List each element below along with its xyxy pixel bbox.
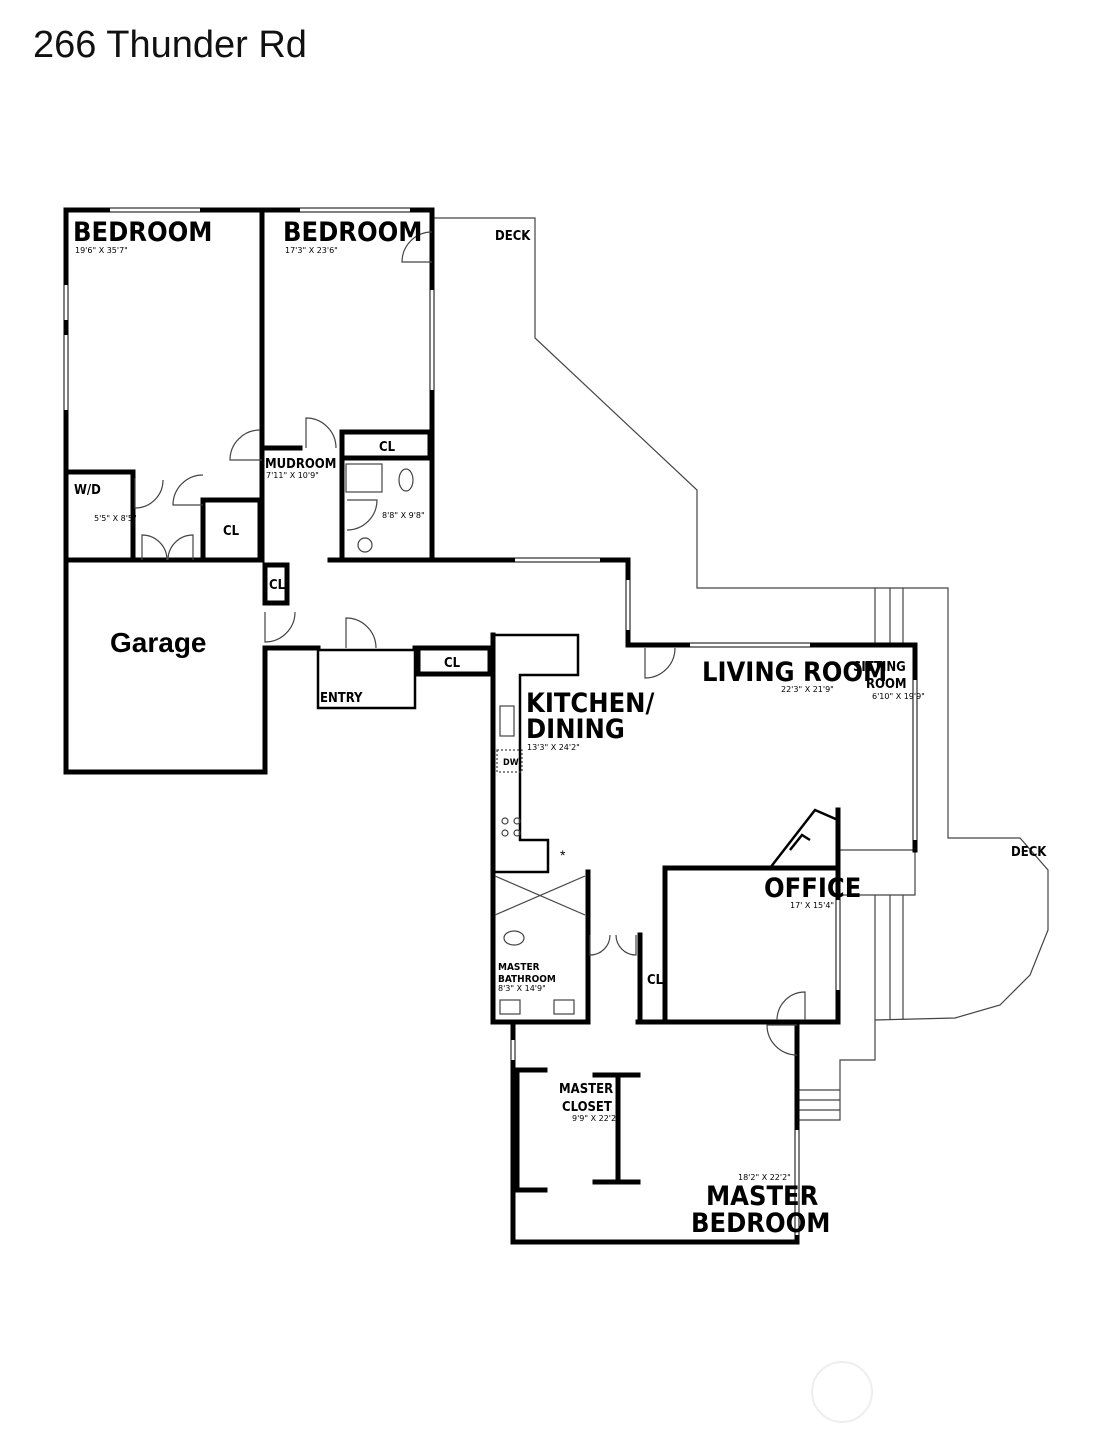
deck-label: DECK [495,229,531,244]
stove-icon [501,817,521,837]
master-bath-label: MASTER [498,962,540,973]
master-bath-dim: 8'3" X 14'9" [498,984,546,993]
doors [134,231,806,1056]
toilet-icon [398,468,414,492]
laundry-dim: 5'5" X 8'5" [94,514,137,523]
garage-label: Garage [110,627,207,658]
plan-title: 266 Thunder Rd [33,24,307,66]
bedroom2-dim: 17'3" X 23'6" [285,246,338,255]
master-bedroom-label-2: BEDROOM [691,1208,830,1239]
closet-label: CL [223,524,240,539]
sitting-room-label: SITTING [853,660,906,675]
dishwasher-icon [496,749,523,773]
toilet-icon [503,930,525,946]
kitchen-label: KITCHEN/ [526,688,655,719]
bath2-dim: 8'8" X 9'8" [382,511,425,520]
refrigerator-icon: * [560,847,566,863]
closet-label: CL [269,578,286,593]
fixtures: * [345,463,811,1015]
living-room-dim: 22'3" X 21'9" [781,685,834,694]
office-label: OFFICE [764,873,861,904]
bedroom1-label: BEDROOM [73,217,212,248]
master-bath-label-2: BATHROOM [498,974,556,985]
office-dim: 17' X 15'4" [790,901,834,910]
windows [64,208,917,1235]
bedroom2-label: BEDROOM [283,217,422,248]
deck-outline [432,217,1049,1121]
kitchen-dim: 13'3" X 24'2" [527,743,580,752]
master-closet-label-2: CLOSET [562,1100,612,1115]
kitchen-sink-icon [499,705,515,737]
dishwasher-label: DW [503,758,519,768]
closet-label: CL [647,973,664,988]
sitting-room-label-2: ROOM [866,677,907,692]
deck-label: DECK [1011,845,1047,860]
bedroom1-dim: 19'6" X 35'7" [75,246,128,255]
mudroom-dim: 7'11" X 10'9" [266,471,319,480]
sitting-room-dim: 6'10" X 19'9" [872,692,925,701]
entry-label: ENTRY [320,691,363,706]
mudroom-label: MUDROOM [265,457,336,472]
master-closet-dim: 9'9" X 22'2" [572,1114,620,1123]
living-room-label: LIVING ROOM [702,657,887,688]
fireplace-icon [789,833,811,851]
master-bedroom-label: MASTER [706,1181,819,1212]
kitchen-label-2: DINING [526,714,625,745]
bathtub-icon [345,463,383,493]
master-closet-label: MASTER [559,1082,613,1097]
master-bedroom-dim: 18'2" X 22'2" [738,1173,791,1182]
laundry-label: W/D [74,483,101,498]
shower-icon [494,875,586,916]
room-labels: BEDROOM 19'6" X 35'7" BEDROOM 17'3" X 23… [73,217,1047,1239]
closet-label: CL [444,656,461,671]
watermark-logo [811,1361,873,1423]
closet-label: CL [379,440,396,455]
sink-icon [553,999,575,1015]
sink-icon [357,537,373,553]
sink-icon [499,999,521,1015]
walls [63,207,918,1245]
